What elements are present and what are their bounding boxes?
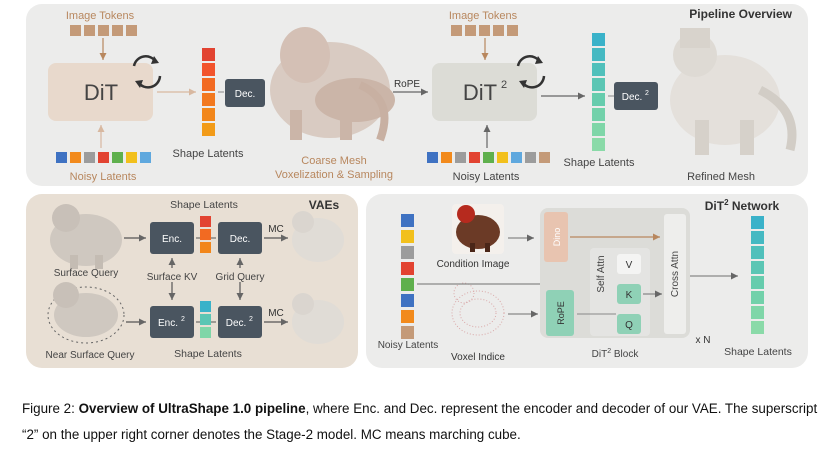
rope-label: RoPE — [556, 301, 566, 325]
dit2-shape-latents-column — [751, 216, 764, 334]
dit2-box — [432, 63, 537, 121]
dino-box — [544, 212, 568, 262]
coarse-mesh-image — [270, 27, 395, 142]
dit-label: DiT — [84, 80, 118, 105]
dec2-sup-1: 2 — [645, 90, 649, 97]
shape-latents-label-1: Shape Latents — [173, 148, 244, 160]
shape-latents-label-2: Shape Latents — [564, 157, 635, 169]
pipeline-figure-svg: Pipeline Overview Image Tokens DiT Noisy… — [26, 4, 808, 368]
image-tokens-row-1 — [70, 25, 137, 36]
dit2-sup: 2 — [501, 79, 507, 91]
surface-kv-label: Surface KV — [147, 272, 198, 283]
condition-image — [452, 204, 504, 254]
pipeline-panel — [26, 4, 808, 186]
dit2-noisy-latents-label: Noisy Latents — [378, 340, 439, 351]
dit2-noisy-latents-column — [401, 214, 414, 339]
voxel-indice-label: Voxel Indice — [451, 352, 505, 363]
dec2-box-1 — [614, 82, 658, 110]
dit-box — [48, 63, 153, 121]
caption-rest: , where Enc. and Dec. represent the enco… — [22, 401, 818, 442]
dec2-label-vae: Dec. — [226, 318, 247, 329]
shape-latents-column-1 — [202, 48, 215, 136]
coarse-mesh-label-2: Voxelization & Sampling — [275, 169, 393, 181]
k-label: K — [626, 290, 633, 301]
figure: Pipeline Overview Image Tokens DiT Noisy… — [26, 4, 808, 368]
cross-attn-box — [664, 214, 686, 334]
condition-image-label: Condition Image — [437, 259, 510, 270]
rope-label-top: RoPE — [394, 79, 420, 90]
shape-latents-column-2 — [592, 33, 605, 151]
grid-query-label: Grid Query — [216, 272, 265, 283]
q-label: Q — [625, 320, 633, 331]
surface-query-label: Surface Query — [54, 268, 118, 279]
enc-label: Enc. — [162, 234, 182, 245]
image-tokens-row-2 — [451, 25, 518, 36]
vaes-shape-latents-top: Shape Latents — [170, 199, 238, 211]
v-label: V — [626, 260, 633, 271]
dit2-shape-latents-label: Shape Latents — [724, 346, 792, 358]
noisy-latents-label-1: Noisy Latents — [70, 171, 137, 183]
noisy-latents-row-2 — [427, 152, 550, 163]
vaes-latents-bottom — [200, 301, 211, 338]
k-box — [617, 284, 641, 304]
dec-label-vae: Dec. — [230, 234, 251, 245]
image-tokens-label-2: Image Tokens — [449, 10, 518, 22]
dit2-block-label: DiT2 Block — [592, 348, 640, 360]
caption-bold: Overview of UltraShape 1.0 pipeline — [78, 401, 306, 416]
dec-label-1: Dec. — [235, 89, 256, 100]
near-surface-query-image — [47, 282, 125, 344]
vae-output-mesh-1 — [292, 211, 344, 262]
refined-mesh-image — [670, 28, 797, 155]
near-surface-query-label: Near Surface Query — [46, 350, 135, 361]
noisy-latents-row-1 — [56, 152, 151, 163]
vaes-title: VAEs — [309, 198, 340, 212]
cross-attn-label: Cross Attn — [670, 251, 681, 297]
mc-label-2: MC — [268, 308, 284, 319]
mc-label-1: MC — [268, 224, 284, 235]
enc2-box — [150, 306, 194, 338]
vaes-latents-top — [200, 216, 211, 253]
vaes-shape-latents-bottom: Shape Latents — [174, 348, 242, 360]
dino-label: Dino — [552, 228, 562, 247]
enc-box — [150, 222, 194, 254]
refined-mesh-label: Refined Mesh — [687, 171, 755, 183]
xn-label: x N — [696, 335, 711, 346]
noisy-latents-label-2: Noisy Latents — [453, 171, 520, 183]
surface-query-image — [50, 204, 122, 269]
dec-box-vae — [218, 222, 262, 254]
dit2-network-title: DiT2 Network — [705, 198, 780, 213]
dec2-label-1: Dec. — [622, 92, 643, 103]
dit2-label: DiT — [463, 80, 497, 105]
dec-box-1 — [225, 79, 265, 107]
vae-output-mesh-2 — [292, 293, 344, 344]
voxel-indice-image — [451, 282, 505, 336]
dec2-box-vae — [218, 306, 262, 338]
rope-box — [546, 290, 574, 336]
caption-prefix: Figure 2: — [22, 401, 79, 416]
enc2-label: Enc. — [158, 318, 178, 329]
figure-caption: Figure 2: Overview of UltraShape 1.0 pip… — [22, 396, 822, 448]
self-attn-label: Self Attn — [596, 255, 607, 292]
v-box — [617, 254, 641, 274]
coarse-mesh-label-1: Coarse Mesh — [301, 155, 366, 167]
enc2-sup: 2 — [181, 316, 185, 323]
q-box — [617, 314, 641, 334]
image-tokens-label-1: Image Tokens — [66, 10, 135, 22]
pipeline-title: Pipeline Overview — [689, 7, 792, 21]
dec2-sup-vae: 2 — [249, 316, 253, 323]
